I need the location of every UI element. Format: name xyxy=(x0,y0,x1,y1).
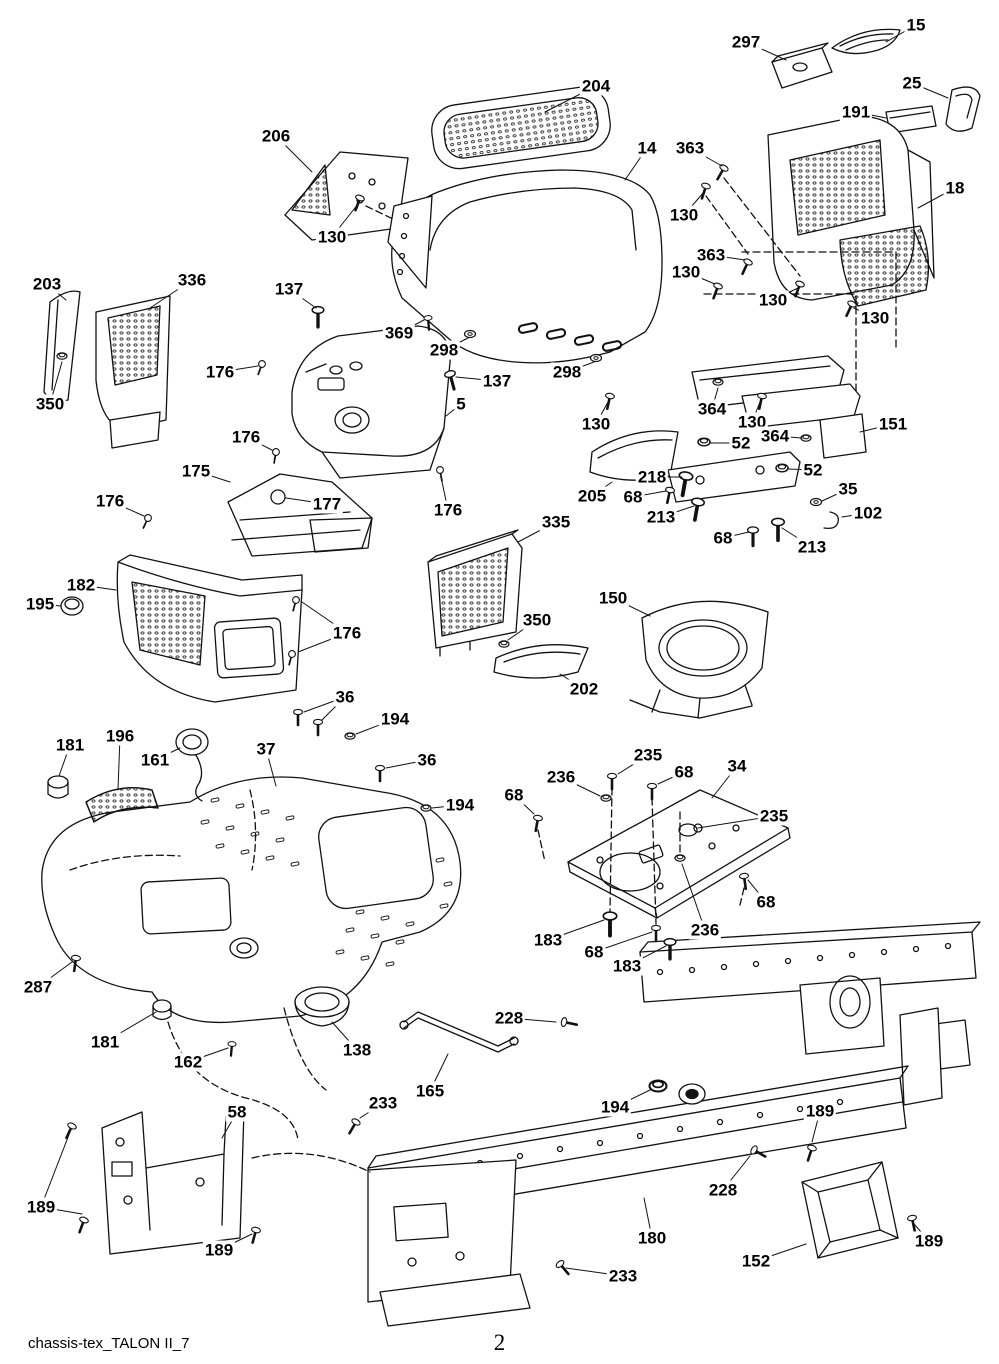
part-25-insert xyxy=(945,86,981,132)
part-297-cover xyxy=(771,42,833,89)
page-number: 2 xyxy=(493,1330,506,1355)
part-175-bracket xyxy=(227,473,373,557)
part-151-plate xyxy=(819,413,867,459)
part-152-bracket xyxy=(801,1161,899,1259)
part-195-knob xyxy=(60,596,84,616)
part-15-insert xyxy=(831,28,901,55)
part-205-panel xyxy=(589,430,679,481)
part-206-side-panel xyxy=(284,151,421,241)
part-138-grommet xyxy=(294,986,350,1027)
part-180-chassis-frame xyxy=(367,921,981,1327)
part-58-bracket xyxy=(101,1109,371,1255)
part-18-side-assembly xyxy=(703,115,935,393)
fasteners xyxy=(56,162,921,1279)
part-34-plate xyxy=(537,787,791,925)
part-161-ignition xyxy=(175,728,209,802)
drawing-filename: chassis-tex_TALON II_7 xyxy=(28,1335,190,1352)
part-336-panel xyxy=(95,295,171,449)
part-204-grille xyxy=(431,86,611,170)
part-203-trim xyxy=(43,290,81,402)
part-364-brackets xyxy=(667,355,861,503)
part-181-cap-bottom xyxy=(152,999,172,1021)
part-202-panel xyxy=(493,644,589,679)
part-196-pad xyxy=(85,787,159,823)
part-165-rod xyxy=(399,1011,519,1053)
part-14-hood xyxy=(387,169,663,364)
part-150-housing xyxy=(629,600,769,719)
part-37-fender xyxy=(41,776,462,1141)
part-182-grille-assembly xyxy=(116,554,303,703)
part-5-dash-console xyxy=(291,325,451,479)
part-181-cap-top xyxy=(47,775,69,799)
part-335-panel xyxy=(427,529,523,657)
